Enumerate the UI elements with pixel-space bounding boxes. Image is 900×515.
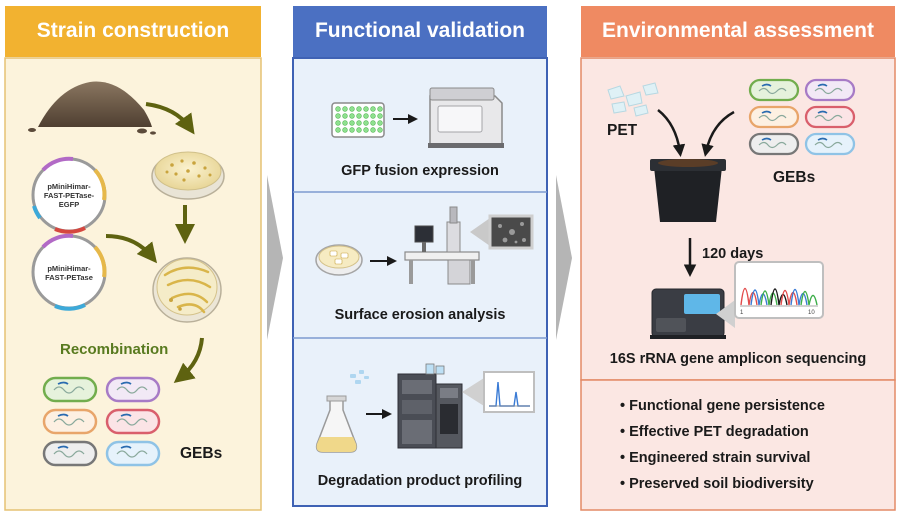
pet-to-pot-arrow	[657, 109, 686, 157]
plasmid-icon-1	[31, 156, 107, 234]
outcome-text: Effective PET degradation	[629, 424, 809, 440]
environmental-header-bar	[581, 6, 895, 57]
outcome-item: • Effective PET degradation	[620, 425, 809, 440]
plasmid-2-line-2: FAST-PETase	[45, 273, 93, 282]
plasmid-1-line-2: FAST-PETase-	[43, 191, 95, 200]
bacteria-icon	[748, 78, 800, 102]
outcome-text: Functional gene persistence	[629, 398, 825, 414]
plant-pot-icon	[650, 159, 726, 222]
plasmid-to-recombinant-arrow	[105, 234, 158, 264]
chromatogram-icon	[462, 371, 535, 413]
bacteria-icon	[105, 408, 161, 435]
soil-pile-icon	[28, 81, 156, 135]
plasmid-1-label: pMiniHimar- FAST-PETase- EGFP	[33, 182, 105, 209]
functional-header-bar	[293, 6, 547, 57]
petri-dish-colonies-icon	[151, 151, 225, 200]
culture-dish-icon	[315, 244, 363, 276]
bacteria-grid-environment	[748, 78, 856, 156]
plasmid-1-line-1: pMiniHimar-	[47, 182, 91, 191]
pet-label: PET	[607, 122, 638, 139]
bacteria-icon	[748, 105, 800, 129]
plasmid-2-line-1: pMiniHimar-	[47, 264, 91, 273]
pet-flakes-icon	[607, 82, 659, 117]
sem-microscope-icon	[404, 206, 480, 285]
hplc-icon	[397, 363, 463, 449]
strain-gebs-label: GEBs	[180, 445, 223, 462]
bullet-glyph: •	[620, 450, 626, 466]
outcome-item: • Functional gene persistence	[620, 399, 825, 414]
environmental-panel-lower	[580, 379, 896, 511]
flow-arrow-2	[556, 175, 572, 340]
sequencing-trace-icon	[716, 261, 824, 328]
outcome-text: Preserved soil biodiversity	[629, 476, 814, 492]
plasmid-1-line-3: EGFP	[58, 200, 80, 209]
bacteria-icon	[42, 376, 98, 403]
bullet-glyph: •	[620, 398, 626, 414]
recombinant-to-gebs-arrow	[173, 337, 204, 383]
bacteria-icon	[804, 105, 856, 129]
recombination-label: Recombination	[60, 341, 169, 358]
outcome-item: • Preserved soil biodiversity	[620, 477, 814, 492]
bullet-glyph: •	[620, 476, 626, 492]
bacteria-icon	[42, 408, 98, 435]
bacteria-icon	[105, 376, 161, 403]
environmental-panel-upper	[580, 57, 896, 381]
strain-header-bar	[5, 6, 261, 57]
well-plate-icon	[331, 102, 385, 138]
hplc-caption: Degradation product profiling	[317, 473, 523, 489]
plasmid-icon-2	[31, 233, 107, 311]
flow-arrow-1	[267, 175, 283, 340]
petri-dish-recombinant-icon	[152, 257, 222, 323]
environment-gebs-label: GEBs	[773, 169, 816, 186]
sequencer-icon	[650, 288, 726, 339]
gfp-caption: GFP fusion expression	[341, 163, 499, 179]
plate-reader-icon	[428, 87, 504, 148]
trace-tick-start: 1	[740, 310, 744, 316]
bacteria-icon	[42, 440, 98, 467]
plasmid-2-label: pMiniHimar- FAST-PETase	[33, 264, 105, 282]
bacteria-icon	[804, 132, 856, 156]
sem-image-icon	[470, 214, 534, 250]
flask-icon	[315, 370, 369, 453]
outcome-text: Engineered strain survival	[629, 450, 811, 466]
bacteria-icon	[748, 132, 800, 156]
functional-validation-title: Functional validation	[314, 19, 525, 42]
sequencing-caption: 16S rRNA gene amplicon sequencing	[609, 351, 867, 367]
outcome-item: • Engineered strain survival	[620, 451, 810, 466]
bullet-glyph: •	[620, 424, 626, 440]
bacteria-icon	[105, 440, 161, 467]
sem-caption: Surface erosion analysis	[334, 307, 506, 323]
days-label: 120 days	[702, 246, 764, 262]
strain-construction-title: Strain construction	[36, 19, 230, 42]
gebs-to-pot-arrow	[701, 110, 735, 157]
bacteria-icon	[804, 78, 856, 102]
trace-tick-end: 10	[808, 310, 815, 316]
bacteria-grid-strain	[42, 376, 161, 467]
environmental-assessment-title: Environmental assessment	[602, 19, 874, 42]
soil-to-dish-arrow	[145, 102, 195, 135]
